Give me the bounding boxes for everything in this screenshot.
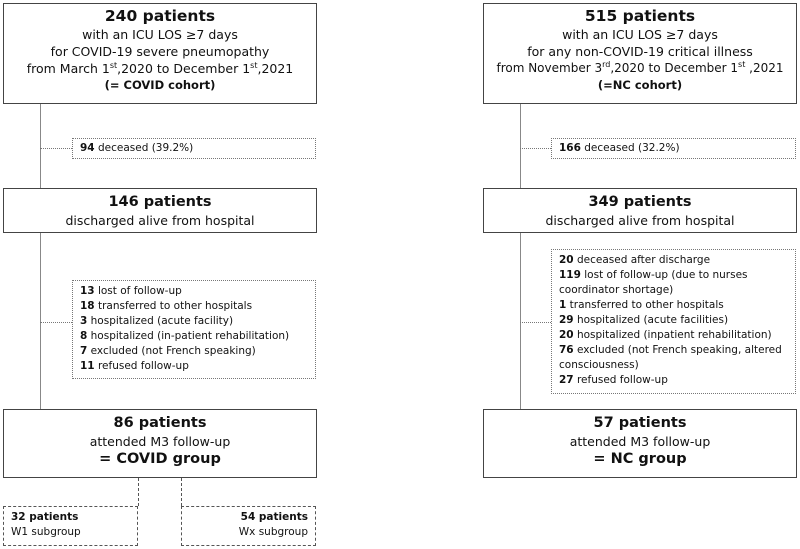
covid-exclusions-box: 13 lost of follow-up 18 transferred to o… <box>72 280 316 379</box>
covid-exclusion-item: 11 refused follow-up <box>80 360 189 372</box>
w1-subgroup-box: 32 patients W1 subgroup <box>3 506 138 546</box>
covid-cohort-los: with an ICU LOS ≥7 days <box>82 27 238 42</box>
connector-nc-main <box>520 104 521 409</box>
connector-nc-exclusions <box>520 322 551 323</box>
w1-subgroup-count: 32 patients <box>11 511 79 523</box>
nc-discharged-box: 349 patients discharged alive from hospi… <box>483 188 797 233</box>
w1-subgroup-name: W1 subgroup <box>11 526 81 538</box>
connector-wx <box>181 478 182 506</box>
covid-cohort-condition: for COVID-19 severe pneumopathy <box>50 44 270 59</box>
connector-nc-deceased <box>520 148 551 149</box>
nc-discharged-text: discharged alive from hospital <box>545 213 735 228</box>
covid-exclusion-item: 7 excluded (not French speaking) <box>80 345 256 357</box>
connector-covid-main <box>40 104 41 409</box>
covid-discharged-count: 146 patients <box>108 194 212 210</box>
covid-cohort-box: 240 patients with an ICU LOS ≥7 days for… <box>3 3 317 104</box>
covid-group-label: = COVID group <box>99 451 221 467</box>
nc-exclusion-item: coordinator shortage) <box>559 284 674 296</box>
covid-cohort-label: (= COVID cohort) <box>104 78 216 92</box>
nc-cohort-label: (=NC cohort) <box>597 78 683 92</box>
nc-cohort-condition: for any non-COVID-19 critical illness <box>527 44 753 59</box>
nc-group-followup: attended M3 follow-up <box>569 434 711 449</box>
connector-covid-exclusions <box>40 322 72 323</box>
covid-cohort-period: from March 1st,2020 to December 1st,2021 <box>26 60 294 76</box>
nc-exclusion-item: 20 deceased after discharge <box>559 254 711 266</box>
nc-exclusion-item: 76 excluded (not French speaking, altere… <box>559 344 782 356</box>
covid-exclusion-item: 13 lost of follow-up <box>80 285 182 297</box>
nc-exclusions-box: 20 deceased after discharge 119 lost of … <box>551 249 796 394</box>
covid-group-count: 86 patients <box>113 415 207 431</box>
covid-exclusion-item: 3 hospitalized (acute facility) <box>80 315 234 327</box>
covid-group-box: 86 patients attended M3 follow-up = COVI… <box>3 409 317 478</box>
covid-exclusion-item: 8 hospitalized (in-patient rehabilitatio… <box>80 330 290 342</box>
covid-group-followup: attended M3 follow-up <box>89 434 231 449</box>
wx-subgroup-count: 54 patients <box>240 511 308 523</box>
wx-subgroup-box: 54 patients Wx subgroup <box>181 506 316 546</box>
nc-group-label: = NC group <box>593 451 687 467</box>
nc-cohort-los: with an ICU LOS ≥7 days <box>562 27 718 42</box>
connector-covid-deceased <box>40 148 72 149</box>
covid-cohort-count: 240 patients <box>104 7 216 25</box>
nc-group-box: 57 patients attended M3 follow-up = NC g… <box>483 409 797 478</box>
covid-discharged-text: discharged alive from hospital <box>65 213 255 228</box>
nc-exclusion-item: 27 refused follow-up <box>559 374 668 386</box>
covid-exclusion-item: 18 transferred to other hospitals <box>80 300 253 312</box>
nc-cohort-box: 515 patients with an ICU LOS ≥7 days for… <box>483 3 797 104</box>
nc-cohort-period: from November 3rd,2020 to December 1st ,… <box>496 60 784 76</box>
covid-deceased-box: 94 deceased (39.2%) <box>72 138 316 159</box>
nc-exclusion-item: 20 hospitalized (inpatient rehabilitatio… <box>559 329 772 341</box>
nc-cohort-count: 515 patients <box>584 7 696 25</box>
nc-exclusion-item: 1 transferred to other hospitals <box>559 299 724 311</box>
nc-deceased-box: 166 deceased (32.2%) <box>551 138 796 159</box>
nc-exclusion-item: 29 hospitalized (acute facilities) <box>559 314 729 326</box>
connector-w1 <box>138 478 139 506</box>
nc-exclusion-item: 119 lost of follow-up (due to nurses <box>559 269 748 281</box>
wx-subgroup-name: Wx subgroup <box>238 526 308 538</box>
nc-group-count: 57 patients <box>593 415 687 431</box>
nc-discharged-count: 349 patients <box>588 194 692 210</box>
covid-discharged-box: 146 patients discharged alive from hospi… <box>3 188 317 233</box>
nc-exclusion-item: consciousness) <box>559 359 639 371</box>
